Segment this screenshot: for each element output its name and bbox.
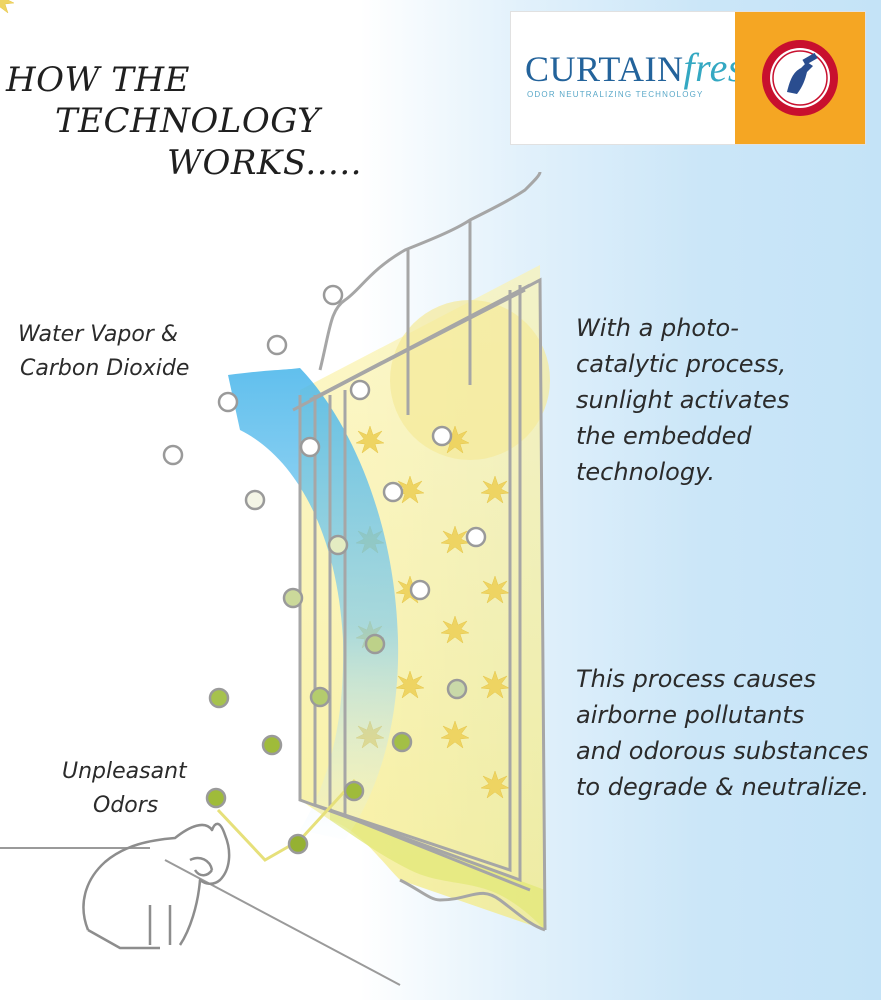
title-line-2: TECHNOLOGY — [55, 101, 321, 141]
vapor-particle — [382, 481, 404, 503]
water-vapor-stream — [228, 368, 399, 840]
vapor-particle — [266, 334, 288, 356]
water-vapor-label-line-2: Carbon Dioxide — [20, 356, 190, 381]
arm-hammer-seal-icon — [762, 40, 838, 116]
brand-name: CURTAIN — [525, 49, 684, 89]
odor-particle — [282, 587, 304, 609]
odor-particle — [446, 678, 468, 700]
odors-label-line-1: Unpleasant — [62, 759, 187, 784]
odor-particle — [287, 833, 309, 855]
photo-desc-line-5: technology. — [576, 458, 716, 486]
vapor-particle — [217, 391, 239, 413]
vapor-particle — [244, 489, 266, 511]
process-desc-line-3: and odorous substances — [576, 737, 869, 765]
brand-tagline: ODOR NEUTRALIZING TECHNOLOGY — [527, 90, 704, 99]
particles — [162, 284, 487, 855]
cat-icon — [82, 822, 231, 950]
odor-particle — [205, 787, 227, 809]
process-desc-line-2: airborne pollutants — [576, 701, 805, 729]
process-desc-line-1: This process causes — [576, 665, 816, 693]
vapor-particle — [322, 284, 344, 306]
curtain-panels — [292, 171, 547, 932]
odors-label-line-2: Odors — [93, 793, 159, 818]
odor-particle — [364, 633, 386, 655]
curtainfresh-logo: CURTAINfresh — [525, 44, 764, 91]
vapor-particle — [349, 379, 371, 401]
water-vapor-label-line-1: Water Vapor & — [18, 322, 178, 347]
odor-path — [216, 778, 357, 862]
odor-particle — [343, 780, 365, 802]
title-line-3: WORKS..... — [167, 143, 362, 183]
sunburst-icons — [0, 0, 510, 799]
odor-particle — [261, 734, 283, 756]
title-line-1: HOW THE — [6, 60, 190, 100]
vapor-particle — [162, 444, 184, 466]
vapor-particle — [431, 425, 453, 447]
vapor-particle — [409, 579, 431, 601]
vapor-particle — [299, 436, 321, 458]
photo-desc-line-2: catalytic process, — [576, 350, 787, 378]
photo-desc-line-4: the embedded — [576, 422, 752, 450]
vapor-particle — [465, 526, 487, 548]
sunburst-icon — [0, 0, 15, 14]
odor-particle — [309, 686, 331, 708]
arm-and-hammer-logo — [735, 12, 865, 144]
photo-desc-line-3: sunlight activates — [576, 386, 790, 414]
odor-particle — [391, 731, 413, 753]
process-desc-line-4: to degrade & neutralize. — [576, 773, 870, 801]
photo-desc-line-1: With a photo- — [576, 314, 739, 342]
odor-particle — [208, 687, 230, 709]
brand-logo: CURTAINfresh ODOR NEUTRALIZING TECHNOLOG… — [510, 11, 866, 145]
floor-lines — [0, 847, 401, 986]
vapor-particle — [327, 534, 349, 556]
